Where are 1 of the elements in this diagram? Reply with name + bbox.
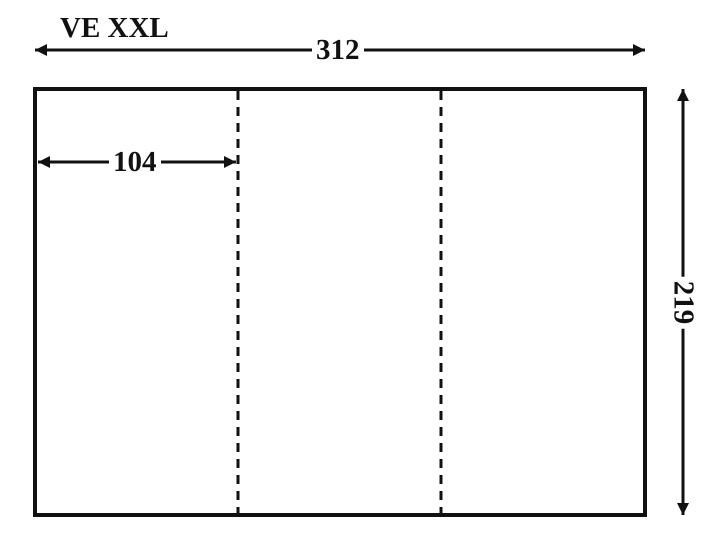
title: VE XXL [59, 14, 170, 43]
